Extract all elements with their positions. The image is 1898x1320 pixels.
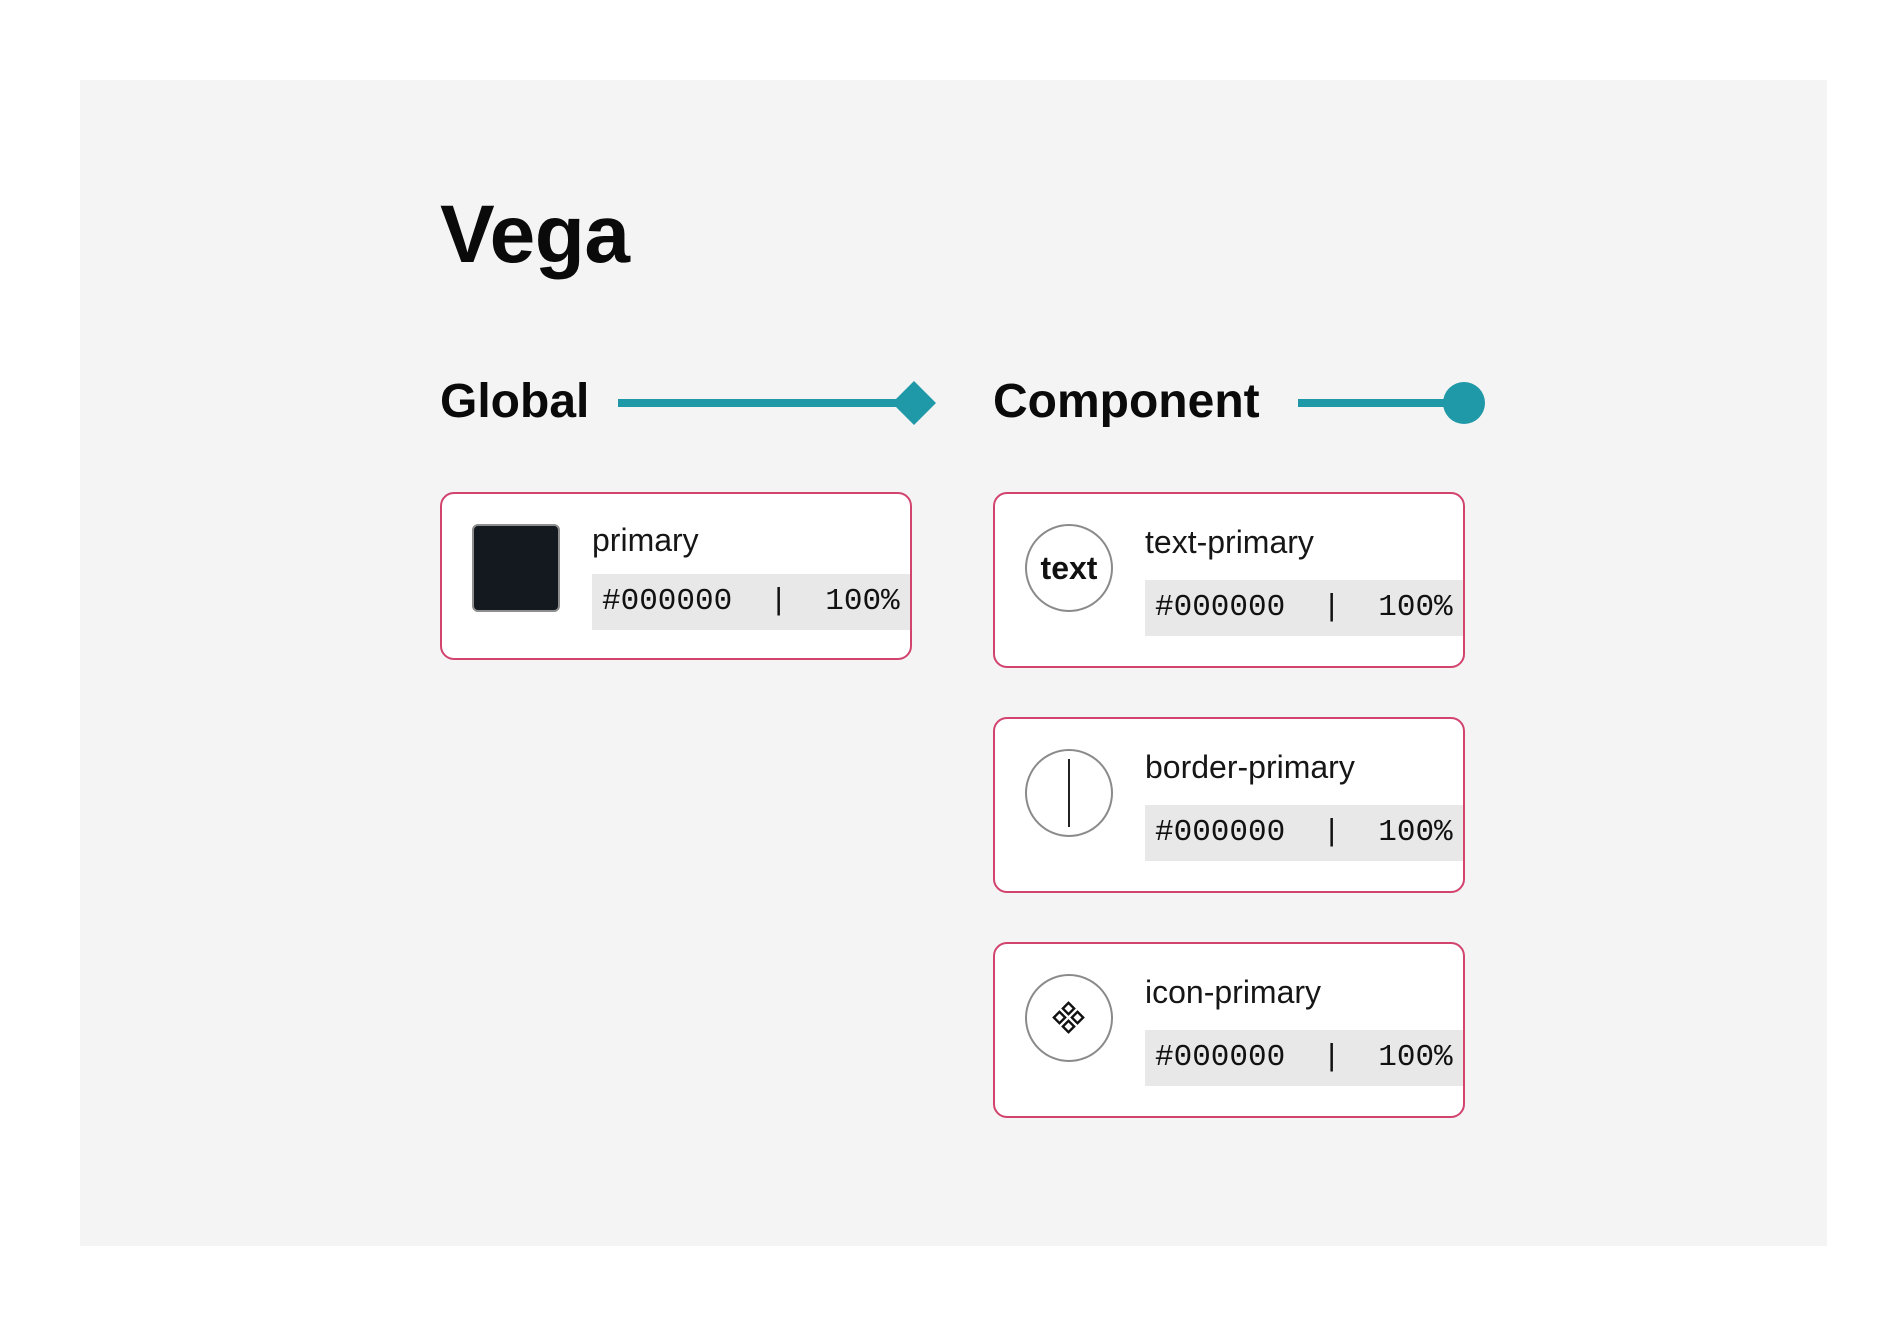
token-name: icon-primary: [1145, 974, 1322, 1010]
token-value: #000000 | 100%: [592, 574, 910, 630]
token-name: primary: [592, 522, 699, 558]
component-token-card-icon-primary: icon-primary #000000 | 100%: [993, 942, 1465, 1118]
text-icon: text: [1025, 524, 1113, 612]
circle-endpoint-icon: [1443, 382, 1485, 424]
component-connector-circle: [1298, 382, 1485, 424]
token-value: #000000 | 100%: [1145, 1030, 1463, 1086]
global-section-label: Global: [440, 375, 590, 428]
token-name: border-primary: [1145, 749, 1355, 785]
four-diamonds-icon: [1025, 974, 1113, 1062]
global-connector-diamond: [618, 381, 936, 425]
token-value: #000000 | 100%: [1145, 580, 1463, 636]
token-value: #000000 | 100%: [1145, 805, 1463, 861]
global-token-card-primary: primary #000000 | 100%: [440, 492, 912, 660]
text-icon-label: text: [1040, 549, 1098, 586]
page-title: Vega: [440, 189, 630, 280]
component-token-card-text-primary: text text-primary #000000 | 100%: [993, 492, 1465, 668]
component-section-label: Component: [993, 375, 1260, 428]
color-swatch: [472, 524, 560, 612]
token-name: text-primary: [1145, 524, 1314, 560]
diagram-panel: [80, 80, 1827, 1246]
border-line-icon: [1025, 749, 1113, 837]
component-token-card-border-primary: border-primary #000000 | 100%: [993, 717, 1465, 893]
diamond-endpoint-icon: [892, 381, 936, 425]
